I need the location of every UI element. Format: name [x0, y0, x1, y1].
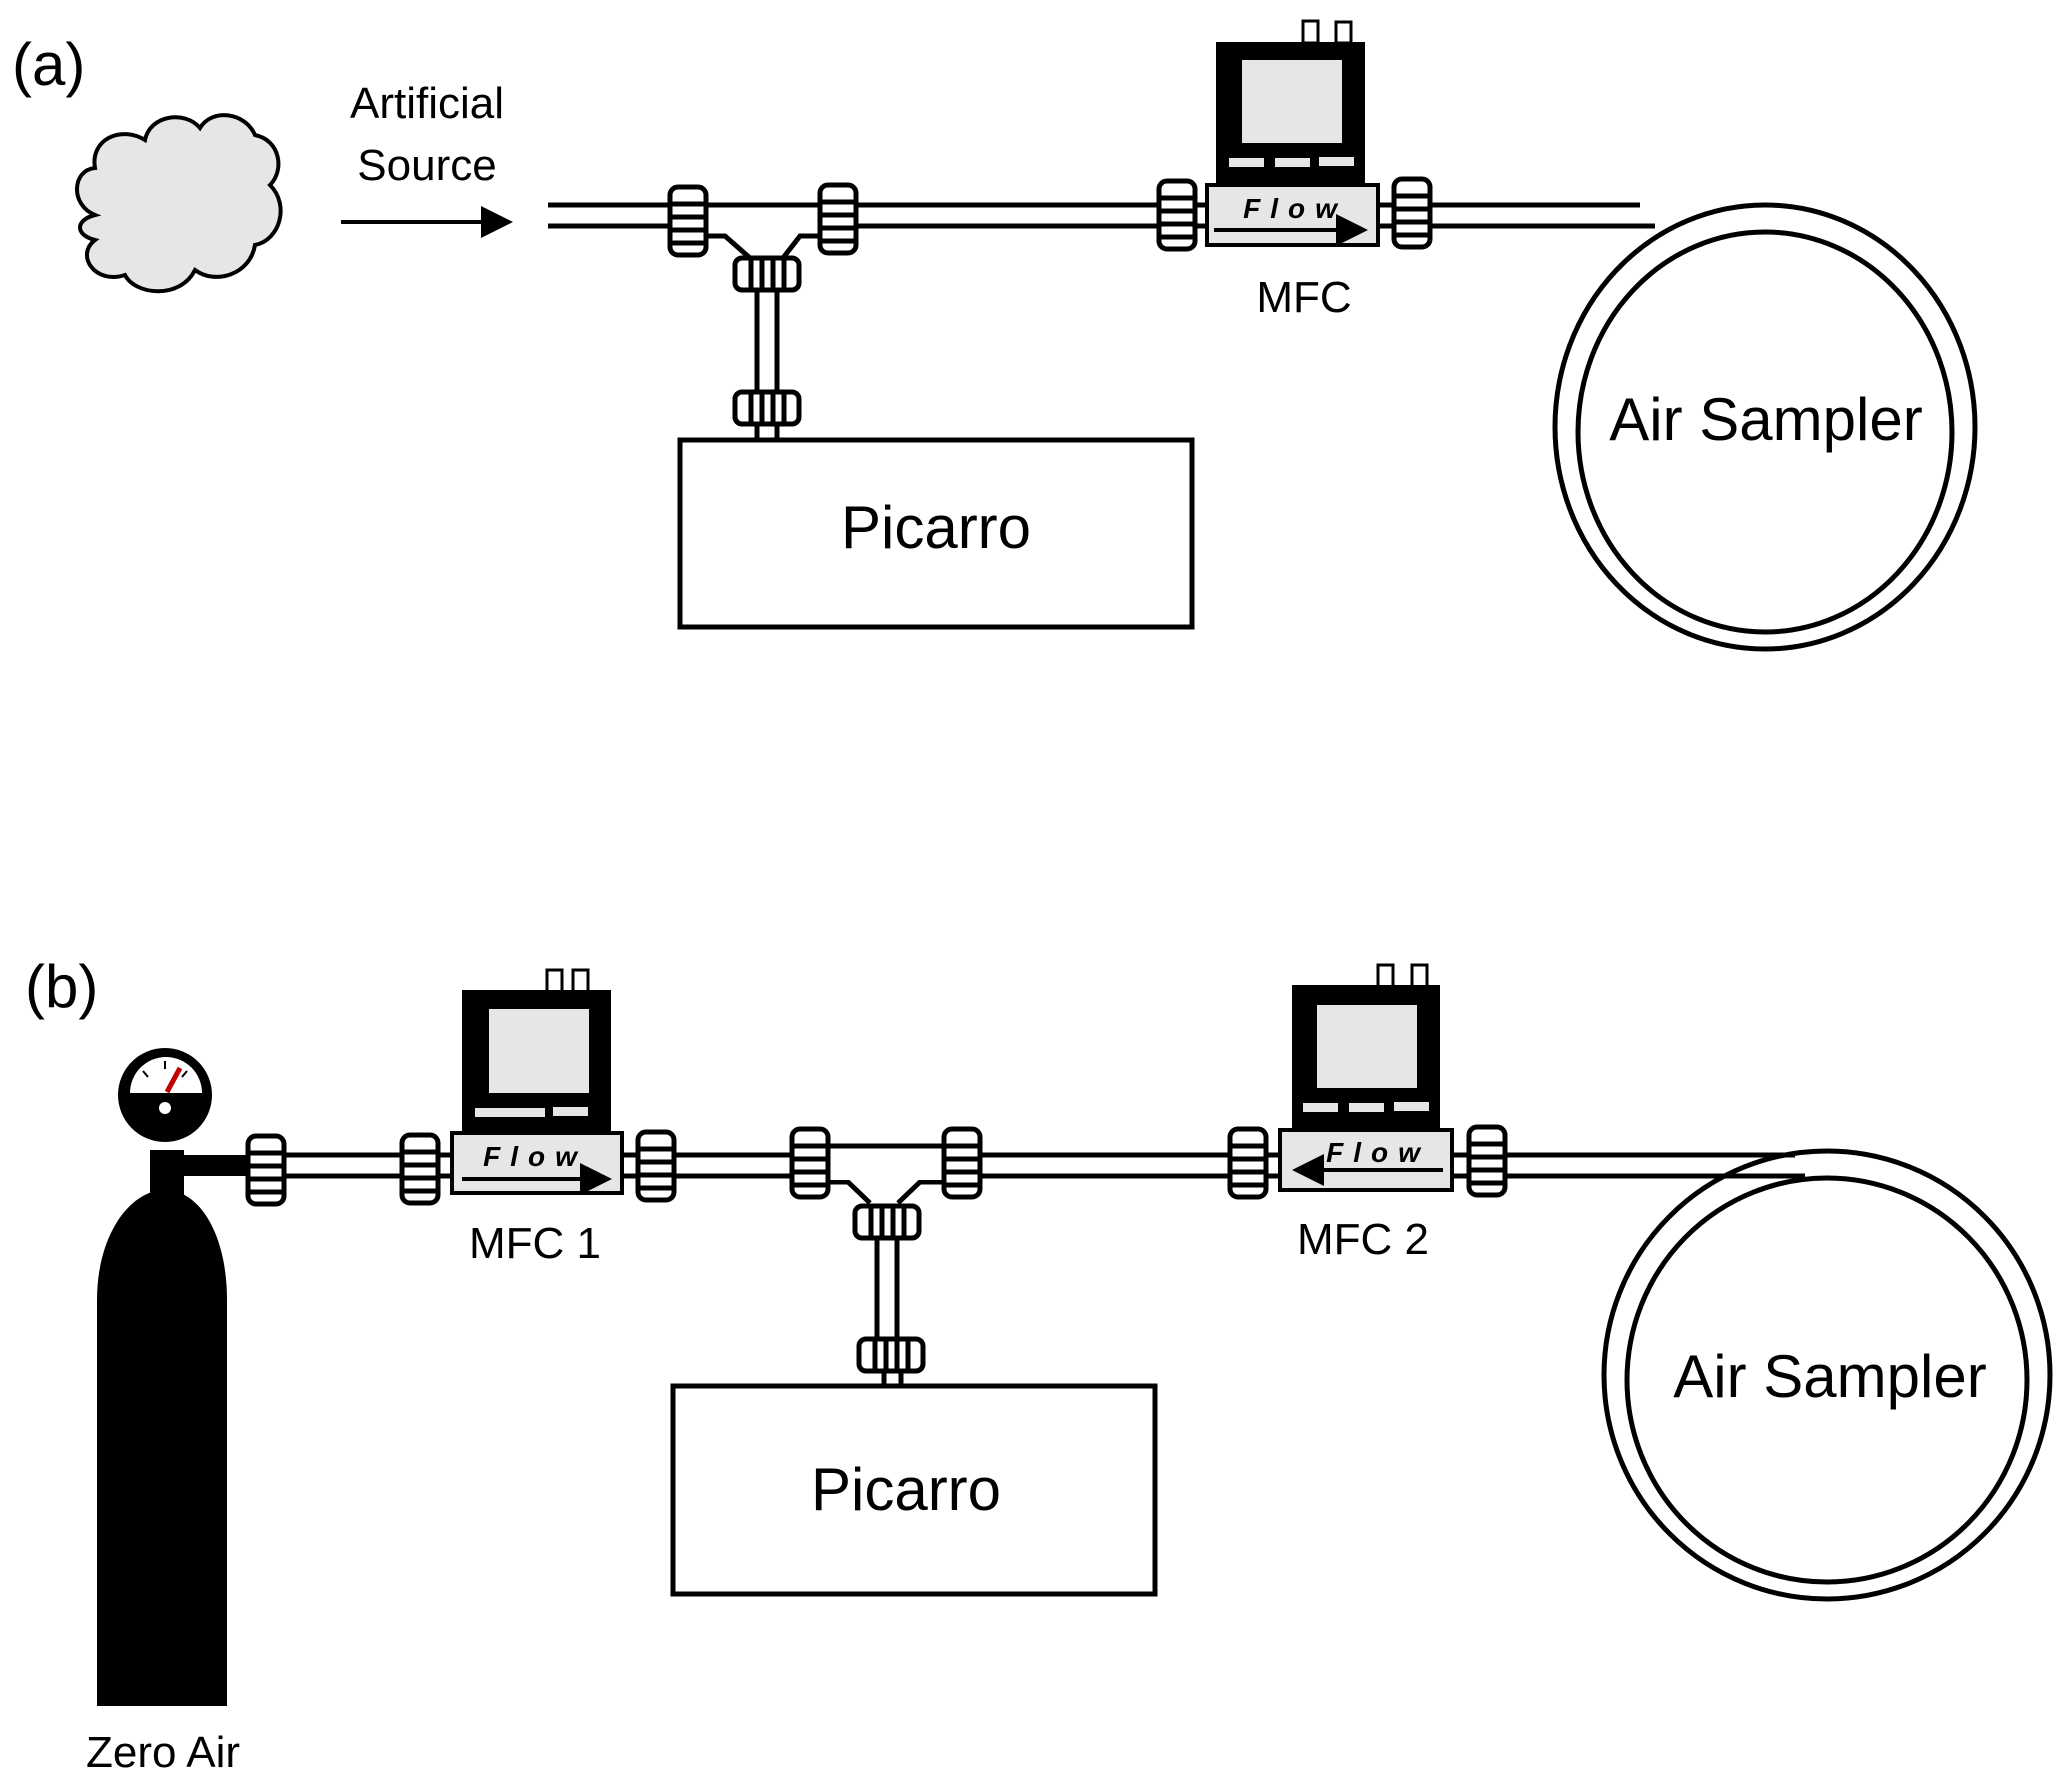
source-label-line2: Source	[357, 141, 496, 190]
panel-a: (a) Artificial Source Picarro	[12, 19, 1978, 652]
gauge-needle	[164, 1066, 183, 1094]
fitting	[1469, 1127, 1505, 1195]
fitting	[944, 1129, 980, 1197]
fitting	[638, 1132, 674, 1200]
pressure-gauge-icon	[130, 1057, 202, 1114]
fitting	[792, 1129, 828, 1197]
mfc2-label: MFC 2	[1297, 1215, 1429, 1264]
fitting	[735, 258, 799, 290]
fitting	[1394, 179, 1430, 247]
sampler-label-b: Air Sampler	[1673, 1343, 1986, 1410]
fitting	[402, 1135, 438, 1203]
picarro-analyzer-a	[677, 437, 1195, 630]
mfc-a: Flow	[1205, 19, 1380, 247]
source-label-line1: Artificial	[350, 79, 504, 128]
gas-tank-icon	[97, 1048, 252, 1706]
tee-branch-b	[827, 1143, 950, 1386]
fitting	[248, 1136, 284, 1204]
fitting	[670, 187, 706, 255]
picarro-label-b: Picarro	[811, 1456, 1001, 1523]
fitting	[859, 1339, 923, 1371]
tank-label: Zero Air	[86, 1728, 240, 1777]
mfc-label-a: MFC	[1256, 273, 1351, 322]
mfc-1: Flow	[450, 968, 624, 1195]
fitting	[1230, 1129, 1266, 1197]
cloud-icon	[75, 113, 283, 294]
picarro-analyzer-b	[670, 1383, 1158, 1597]
mfc-flow-text-a: Flow	[1243, 193, 1347, 224]
air-sampler-a	[1552, 202, 1978, 652]
panel-b: (b) Zero Air	[25, 953, 2053, 1777]
fitting	[820, 185, 856, 253]
fitting	[735, 392, 799, 424]
panel-a-label: (a)	[12, 31, 85, 98]
air-sampler-b	[1601, 1148, 2053, 1602]
mfc1-label: MFC 1	[469, 1219, 601, 1268]
fitting	[1159, 181, 1195, 249]
picarro-label-a: Picarro	[841, 494, 1031, 561]
mfc2-flow-text: Flow	[1326, 1137, 1430, 1168]
mfc1-flow-text: Flow	[483, 1141, 587, 1172]
fitting	[855, 1206, 919, 1238]
sampler-label-a: Air Sampler	[1609, 386, 1922, 453]
mfc-2: Flow	[1278, 963, 1454, 1192]
panel-b-label: (b)	[25, 953, 98, 1020]
